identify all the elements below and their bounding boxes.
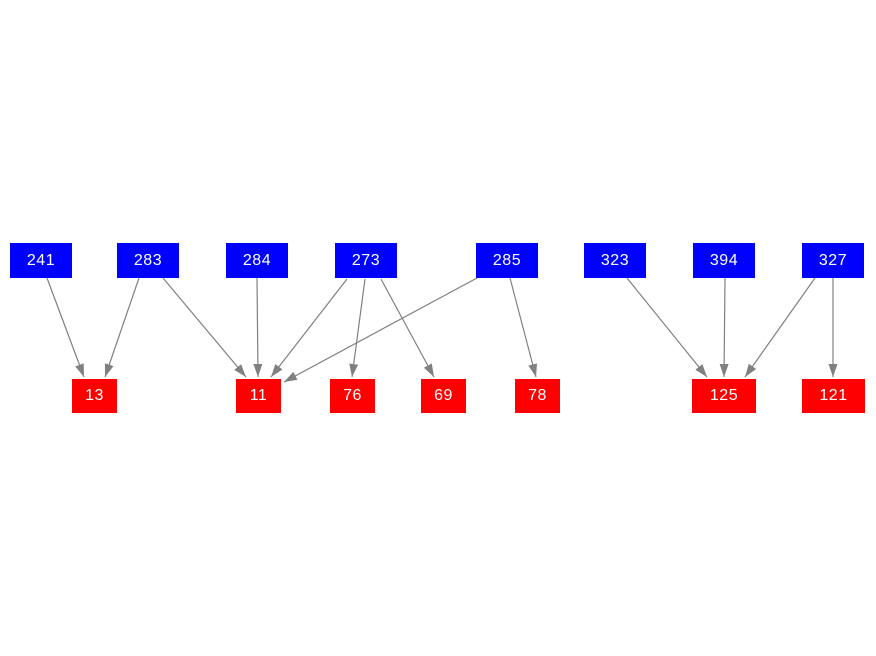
node-label: 285 <box>492 251 522 269</box>
node-69: 69 <box>421 379 466 413</box>
node-label: 284 <box>242 251 272 269</box>
node-label: 78 <box>528 387 547 404</box>
node-label: 11 <box>249 387 268 404</box>
node-label: 76 <box>343 387 362 404</box>
node-394: 394 <box>693 243 755 278</box>
node-283: 283 <box>117 243 179 278</box>
node-label: 273 <box>351 251 381 269</box>
node-label: 125 <box>709 387 739 404</box>
node-label: 13 <box>85 387 104 404</box>
node-121: 121 <box>802 379 865 413</box>
node-327: 327 <box>802 243 864 278</box>
node-label: 394 <box>709 251 739 269</box>
node-285: 285 <box>476 243 538 278</box>
node-label: 323 <box>600 251 630 269</box>
node-label: 283 <box>133 251 163 269</box>
node-11: 11 <box>236 379 281 413</box>
node-323: 323 <box>584 243 646 278</box>
node-78: 78 <box>515 379 560 413</box>
node-76: 76 <box>330 379 375 413</box>
node-label: 69 <box>434 387 453 404</box>
node-125: 125 <box>692 379 756 413</box>
node-241: 241 <box>10 243 72 278</box>
node-label: 121 <box>819 387 848 404</box>
node-273: 273 <box>335 243 397 278</box>
node-284: 284 <box>226 243 288 278</box>
node-label: 241 <box>26 251 56 269</box>
node-13: 13 <box>72 379 117 413</box>
node-label: 327 <box>818 251 848 269</box>
